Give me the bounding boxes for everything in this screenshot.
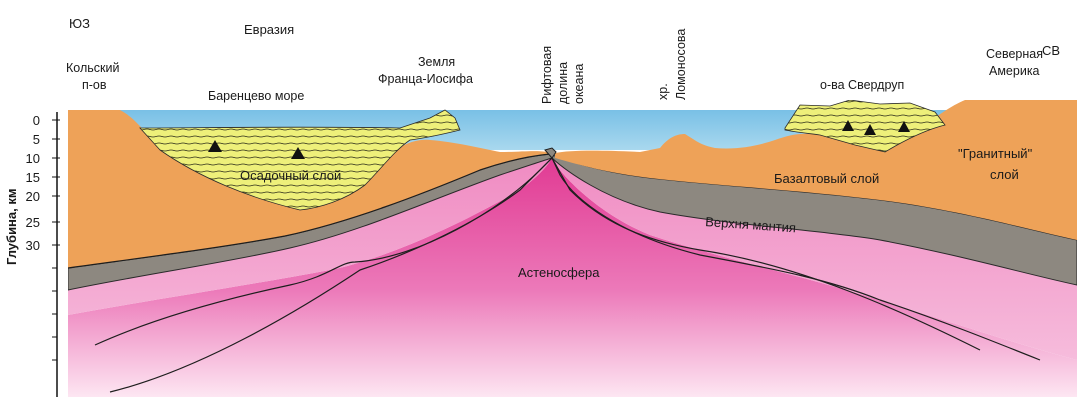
depth-tick-label: 20 bbox=[26, 189, 40, 204]
depth-tick-label: 10 bbox=[26, 151, 40, 166]
lomonosov-label-2: Ломоносова bbox=[674, 29, 688, 100]
depth-ticks bbox=[52, 120, 60, 360]
franz-josef-label-1: Земля bbox=[418, 55, 455, 69]
depth-tick-label: 30 bbox=[26, 238, 40, 253]
north-america-label-1: Северная bbox=[986, 47, 1043, 61]
sverdrup-label: о-ва Свердруп bbox=[820, 78, 904, 92]
depth-tick-label: 25 bbox=[26, 215, 40, 230]
asthenosphere-label: Астеносфера bbox=[518, 265, 600, 280]
continent-label: Евразия bbox=[244, 22, 294, 37]
depth-tick-label: 5 bbox=[33, 132, 40, 147]
granite-layer-label-1: "Гранитный" bbox=[958, 146, 1033, 161]
sedimentary-layer-label: Осадочный слой bbox=[240, 168, 341, 183]
depth-tick-label: 0 bbox=[33, 113, 40, 128]
kola-label-1: Кольский bbox=[66, 61, 119, 75]
granite-layer-label-2: слой bbox=[990, 167, 1019, 182]
direction-left: ЮЗ bbox=[69, 16, 90, 31]
barents-label: Баренцево море bbox=[208, 89, 304, 103]
depth-axis-title: Глубина, км bbox=[4, 189, 19, 266]
north-america-label-2: Америка bbox=[989, 64, 1040, 78]
rift-label-1: Рифтовая bbox=[540, 46, 554, 104]
lomonosov-label-1: хр. bbox=[656, 83, 670, 100]
kola-label-2: п-ов bbox=[82, 78, 107, 92]
franz-josef-label-2: Франца-Иосифа bbox=[378, 72, 473, 86]
basalt-layer-label: Базалтовый слой bbox=[774, 171, 879, 186]
direction-right: СВ bbox=[1042, 43, 1060, 58]
depth-tick-label: 15 bbox=[26, 170, 40, 185]
rift-label-2: долина bbox=[556, 62, 570, 104]
rift-label-3: океана bbox=[572, 64, 586, 104]
